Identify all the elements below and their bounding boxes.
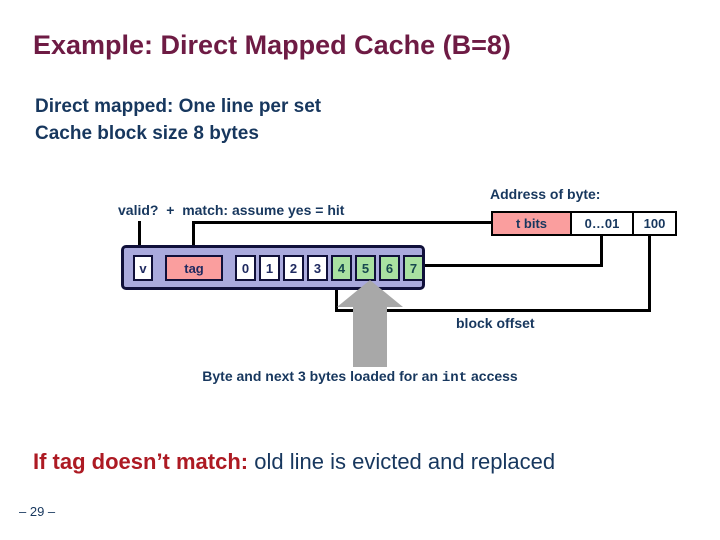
byte-cell-5: 5	[355, 255, 376, 281]
slide-subtitle: Direct mapped: One line per set Cache bl…	[35, 93, 321, 147]
block-offset-connector-horizontal	[335, 309, 651, 312]
valid-match-label: valid? + match: assume yes = hit	[118, 202, 345, 218]
tag-cell: tag	[165, 255, 223, 281]
statement-red-part: If tag doesn’t match:	[33, 449, 255, 474]
valid-connector-line	[138, 221, 141, 255]
byte-cell-6: 6	[379, 255, 400, 281]
address-of-byte-label: Address of byte:	[490, 186, 601, 202]
byte-cell-3: 3	[307, 255, 328, 281]
byte-cell-7: 7	[403, 255, 424, 281]
tag-mismatch-statement: If tag doesn’t match: old line is evicte…	[33, 449, 555, 475]
subtitle-line-2: Cache block size 8 bytes	[35, 123, 259, 144]
block-offset-connector-vertical-right	[648, 234, 651, 312]
block-offset-label: block offset	[456, 315, 535, 331]
address-field-0: t bits	[491, 211, 572, 236]
valid-bit-cell: v	[133, 255, 153, 281]
byte-cell-0: 0	[235, 255, 256, 281]
caption-text-post: access	[467, 368, 518, 384]
caption-code-int: int	[441, 370, 468, 386]
slide-title: Example: Direct Mapped Cache (B=8)	[33, 30, 511, 60]
set-index-connector-vertical	[600, 234, 603, 267]
match-connector-vertical	[192, 221, 195, 254]
caption-text-pre: Byte and next 3 bytes loaded for an	[202, 368, 442, 384]
byte-cell-2: 2	[283, 255, 304, 281]
byte-cell-4: 4	[331, 255, 352, 281]
address-field-2: 100	[632, 211, 677, 236]
statement-navy-part: old line is evicted and replaced	[254, 449, 556, 474]
address-field-1: 0…01	[570, 211, 634, 236]
subtitle-line-1: Direct mapped: One line per set	[35, 96, 322, 117]
set-index-connector-horizontal	[422, 264, 603, 267]
match-connector-horizontal	[192, 221, 491, 224]
int-access-caption: Byte and next 3 bytes loaded for an int …	[0, 368, 720, 386]
byte-cell-1: 1	[259, 255, 280, 281]
block-offset-connector-vertical-left	[335, 289, 338, 312]
page-number: – 29 –	[19, 504, 56, 519]
